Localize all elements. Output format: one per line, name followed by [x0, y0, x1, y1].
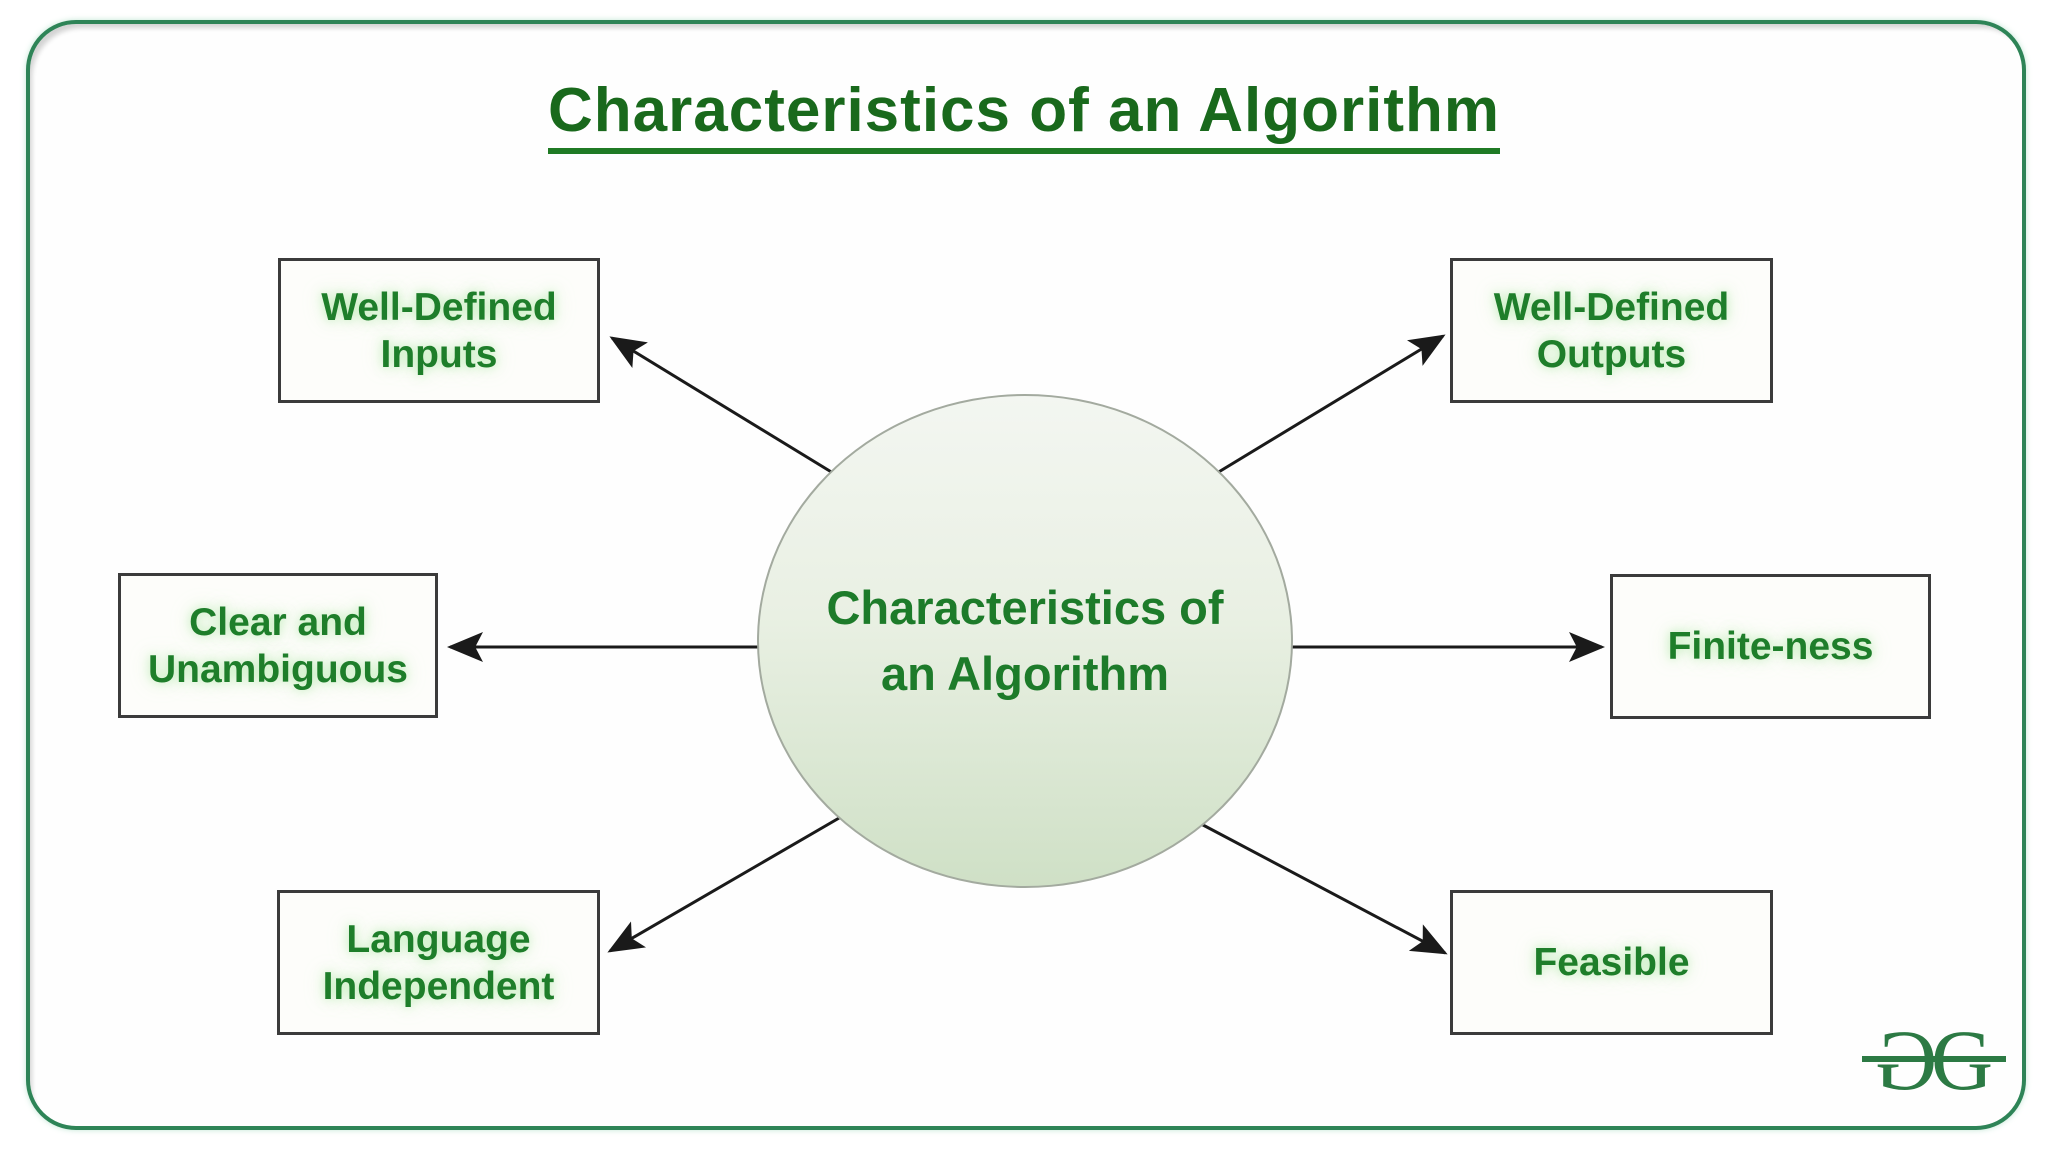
- page-title-text: Characteristics of an Algorithm: [547, 78, 1500, 155]
- node-finite-ness: Finite-ness: [1610, 574, 1931, 719]
- node-label: Well-Defined: [321, 285, 557, 329]
- center-node-label-line1: Characteristics of: [826, 581, 1224, 634]
- arrow-to-feasible: [1185, 814, 1448, 955]
- node-label: Well-Defined: [1493, 285, 1730, 329]
- page-title: Characteristics of an Algorithm: [0, 78, 2048, 155]
- node-label: Feasible: [1533, 941, 1690, 984]
- geeksforgeeks-logo: GG: [1862, 1012, 2006, 1108]
- center-node-label-line2: an Algorithm: [880, 647, 1170, 700]
- node-label: Finite-ness: [1667, 625, 1874, 668]
- logo-crossbar: [1862, 1055, 2006, 1062]
- node-well-defined-outputs: Well-Defined Outputs: [1450, 258, 1773, 403]
- node-label: Independent: [322, 964, 555, 1008]
- center-node-characteristics: Characteristics of an Algorithm: [757, 394, 1293, 888]
- node-feasible: Feasible: [1450, 890, 1773, 1035]
- arrow-to-outputs: [1216, 334, 1446, 475]
- node-language-independent: Language Independent: [277, 890, 600, 1035]
- node-label: Unambiguous: [148, 647, 408, 691]
- node-label: Language: [346, 917, 531, 961]
- arrow-to-language: [607, 812, 847, 953]
- node-label: Inputs: [380, 332, 498, 376]
- node-clear-and-unambiguous: Clear and Unambiguous: [118, 573, 438, 718]
- node-well-defined-inputs: Well-Defined Inputs: [278, 258, 600, 403]
- node-label: Clear and: [189, 600, 367, 644]
- node-label: Outputs: [1536, 332, 1687, 376]
- arrow-to-inputs: [609, 336, 834, 475]
